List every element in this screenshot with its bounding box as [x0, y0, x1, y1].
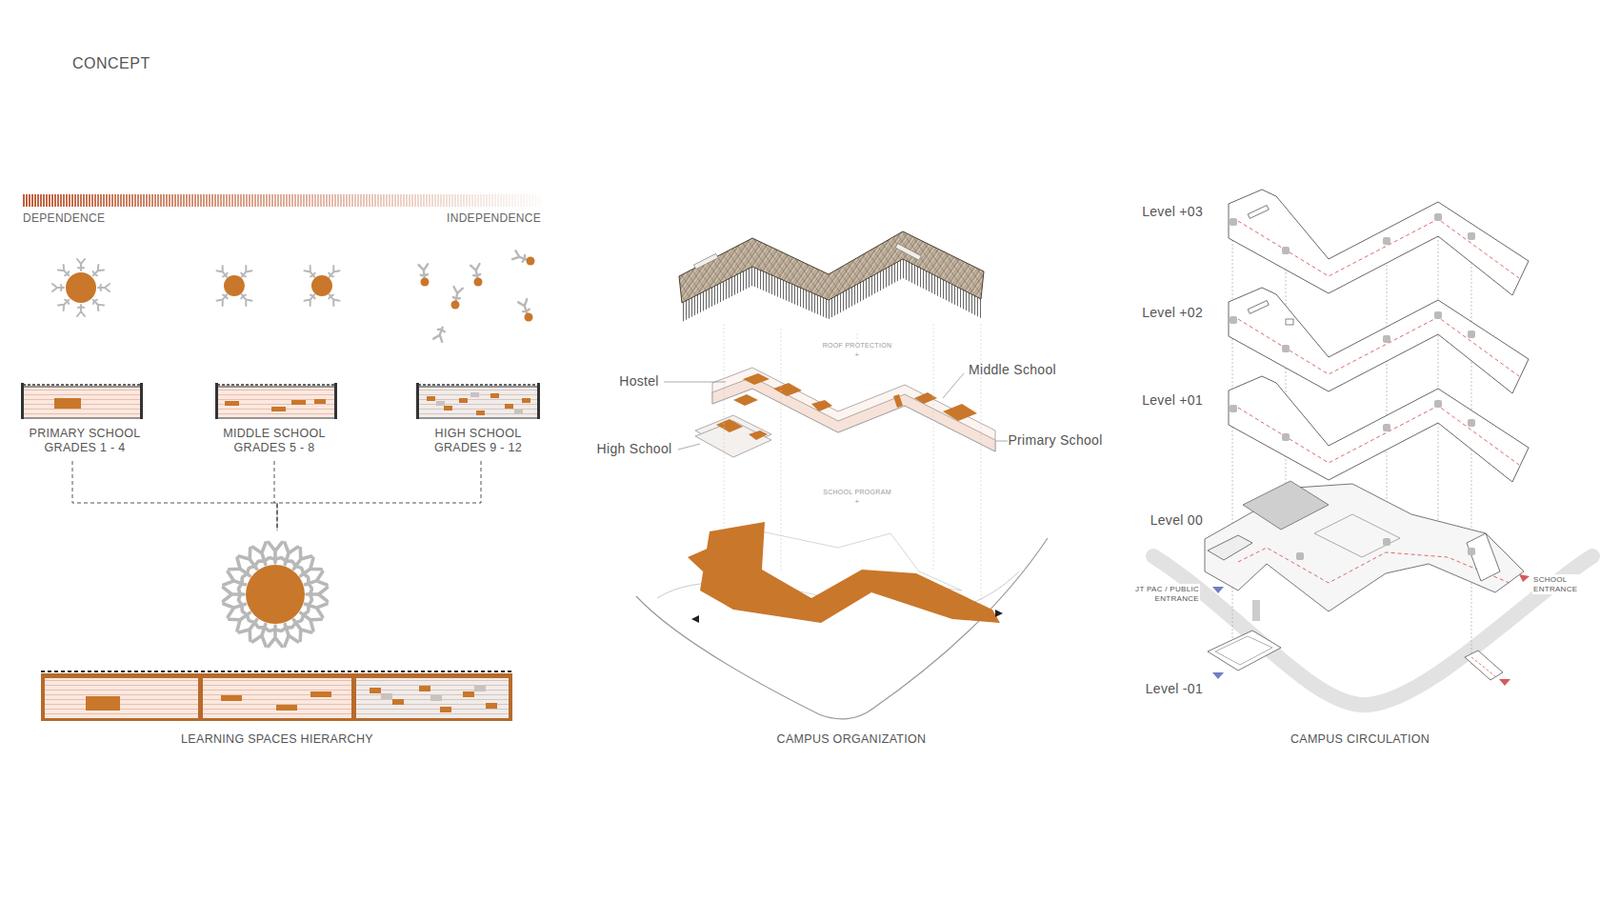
- annotation-label: JT PAC / PUBLIC ENTRANCE: [1125, 583, 1200, 604]
- annotation-label: SCHOOL PROGRAM: [822, 488, 892, 497]
- annotation-label: INDEPENDENCE: [446, 211, 541, 225]
- annotation-label: SCHOOL ENTRANCE: [1532, 574, 1590, 595]
- annotation-label: Level -01: [1145, 680, 1203, 698]
- section-label: MIDDLE SCHOOL GRADES 5 - 8: [215, 426, 335, 456]
- annotation-label: Primary School: [1007, 432, 1102, 449]
- section-node: HIGH SCHOOL GRADES 9 - 12: [406, 379, 550, 460]
- annotation-label: +: [855, 497, 860, 507]
- annotation-label: Level +01: [1141, 392, 1203, 409]
- section-node: PRIMARY SCHOOL GRADES 1 - 4: [13, 379, 157, 460]
- annotation-label: Level +03: [1141, 203, 1203, 220]
- annotation-label: +: [855, 350, 860, 360]
- section-label: HIGH SCHOOL GRADES 9 - 12: [419, 426, 539, 456]
- annotation-label: DEPENDENCE: [22, 211, 105, 225]
- page-title: CONCEPT: [72, 54, 151, 73]
- annotation-label: ROOF PROTECTION: [822, 341, 893, 350]
- bracket-connector: [277, 460, 481, 531]
- annotation-label: High School: [597, 440, 673, 458]
- annotation-label: CAMPUS ORGANIZATION: [777, 732, 927, 747]
- section-label: PRIMARY SCHOOL GRADES 1 - 4: [25, 426, 145, 456]
- annotation-label: CAMPUS CIRCULATION: [1290, 732, 1430, 747]
- section-node: LEARNING SPACES HIERARCHY: [38, 530, 517, 755]
- section-label: LEARNING SPACES HIERARCHY: [180, 732, 374, 747]
- annotation-label: Middle School: [968, 361, 1057, 379]
- section-node: MIDDLE SCHOOL GRADES 5 - 8: [202, 379, 346, 460]
- annotation-label: Level +02: [1141, 304, 1203, 321]
- annotation-label: Hostel: [619, 373, 659, 390]
- annotation-label: Level 00: [1150, 512, 1203, 529]
- bracket-connector: [72, 460, 278, 531]
